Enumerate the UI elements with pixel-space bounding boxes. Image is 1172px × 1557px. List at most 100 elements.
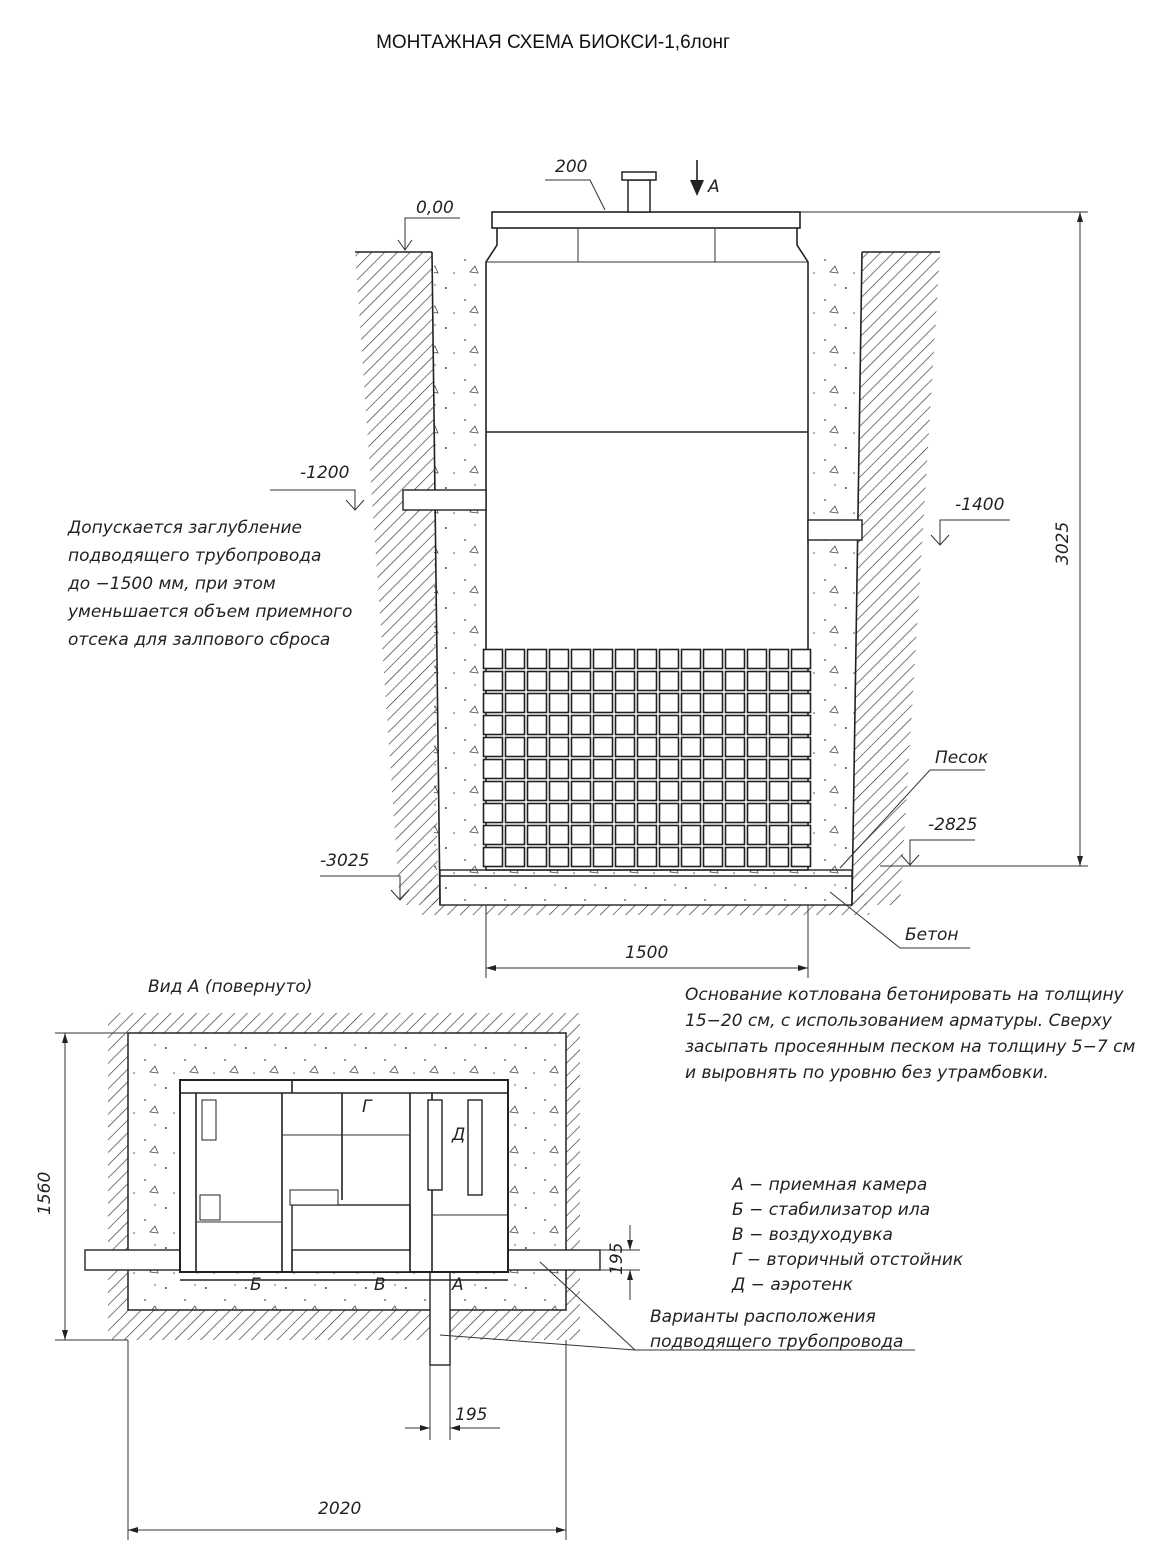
media-cell — [680, 780, 702, 802]
media-cell — [548, 692, 570, 714]
media-cell — [680, 758, 702, 780]
media-cell — [526, 758, 548, 780]
media-cell — [504, 780, 526, 802]
media-cell — [614, 714, 636, 736]
media-cell — [570, 692, 592, 714]
media-cell — [592, 824, 614, 846]
media-cell — [768, 714, 790, 736]
media-cell — [746, 758, 768, 780]
media-cell — [548, 846, 570, 868]
media-cell — [592, 802, 614, 824]
media-cell — [724, 714, 746, 736]
media-cell — [592, 670, 614, 692]
media-cell — [482, 648, 504, 670]
media-cell — [746, 736, 768, 758]
media-cell — [548, 802, 570, 824]
airlift-pipe — [427, 1099, 443, 1191]
concrete-backfill-right — [808, 252, 860, 870]
media-cell — [592, 780, 614, 802]
media-cell — [482, 780, 504, 802]
section-view: А 200 0,00 -1200 -1400 3025 Песок -2825 … — [67, 157, 1135, 1083]
level-inlet-label: -1200 — [300, 463, 349, 483]
media-cell — [592, 846, 614, 868]
top-vent-pipe — [627, 179, 651, 213]
media-cell — [526, 736, 548, 758]
media-cell — [702, 824, 724, 846]
media-cell — [636, 802, 658, 824]
media-cell — [746, 648, 768, 670]
media-cell — [680, 648, 702, 670]
base-concreting-note: Основание котлована бетонировать на толщ… — [685, 985, 1135, 1083]
media-cell — [614, 846, 636, 868]
compartment-legend: А − приемная камера Б − стабилизатор ила… — [731, 1175, 964, 1295]
media-cell — [702, 802, 724, 824]
media-cell — [526, 824, 548, 846]
media-cell — [724, 824, 746, 846]
media-cell — [680, 692, 702, 714]
media-cell — [658, 670, 680, 692]
media-cell — [548, 648, 570, 670]
level-sand-label: -2825 — [928, 815, 977, 835]
svg-text:подводящего трубопровода: подводящего трубопровода — [68, 546, 321, 566]
media-cell — [526, 692, 548, 714]
pipe-options-note: Варианты расположения подводящего трубоп… — [650, 1307, 903, 1352]
media-cell — [702, 648, 724, 670]
svg-text:до −1500 мм, при этом: до −1500 мм, при этом — [67, 574, 276, 594]
media-cell — [680, 714, 702, 736]
media-cell — [570, 648, 592, 670]
svg-text:подводящего трубопровода: подводящего трубопровода — [650, 1332, 903, 1352]
media-cell — [482, 802, 504, 824]
media-cell — [526, 846, 548, 868]
depth-dimension-label: 3025 — [1053, 522, 1073, 565]
media-cell — [768, 670, 790, 692]
media-cell — [680, 802, 702, 824]
media-cell — [768, 758, 790, 780]
svg-text:Основание котлована бетонирова: Основание котлована бетонировать на толщ… — [685, 985, 1125, 1005]
media-cell — [680, 846, 702, 868]
bio-media-grid — [482, 648, 812, 868]
media-cell — [592, 648, 614, 670]
tank-lid — [491, 211, 801, 229]
compartment-v-label: В — [374, 1275, 386, 1295]
legend-item: Г − вторичный отстойник — [732, 1250, 964, 1270]
media-cell — [790, 736, 812, 758]
svg-text:уменьшается объем приемного: уменьшается объем приемного — [67, 602, 352, 622]
media-cell — [482, 846, 504, 868]
media-cell — [680, 736, 702, 758]
media-cell — [614, 824, 636, 846]
media-cell — [614, 780, 636, 802]
media-cell — [658, 824, 680, 846]
media-cell — [724, 648, 746, 670]
media-cell — [570, 824, 592, 846]
media-cell — [790, 692, 812, 714]
media-cell — [504, 736, 526, 758]
media-cell — [702, 846, 724, 868]
media-cell — [680, 824, 702, 846]
pipe-option-bottom — [429, 1269, 451, 1366]
media-cell — [658, 692, 680, 714]
media-cell — [746, 824, 768, 846]
media-cell — [636, 736, 658, 758]
media-cell — [592, 758, 614, 780]
concrete-label: Бетон — [905, 925, 959, 945]
media-cell — [636, 648, 658, 670]
compartment-g-label: Г — [362, 1097, 373, 1117]
media-cell — [724, 846, 746, 868]
media-cell — [636, 758, 658, 780]
compartment-d-label: Д — [451, 1125, 465, 1145]
media-cell — [790, 780, 812, 802]
pipe-dimension-label: 200 — [555, 157, 587, 177]
media-cell — [658, 736, 680, 758]
media-cell — [746, 714, 768, 736]
media-cell — [482, 670, 504, 692]
media-cell — [702, 692, 724, 714]
media-cell — [768, 736, 790, 758]
media-cell — [790, 648, 812, 670]
media-cell — [548, 758, 570, 780]
media-cell — [482, 736, 504, 758]
media-cell — [790, 758, 812, 780]
media-cell — [636, 780, 658, 802]
media-cell — [636, 692, 658, 714]
media-cell — [614, 758, 636, 780]
media-cell — [570, 802, 592, 824]
